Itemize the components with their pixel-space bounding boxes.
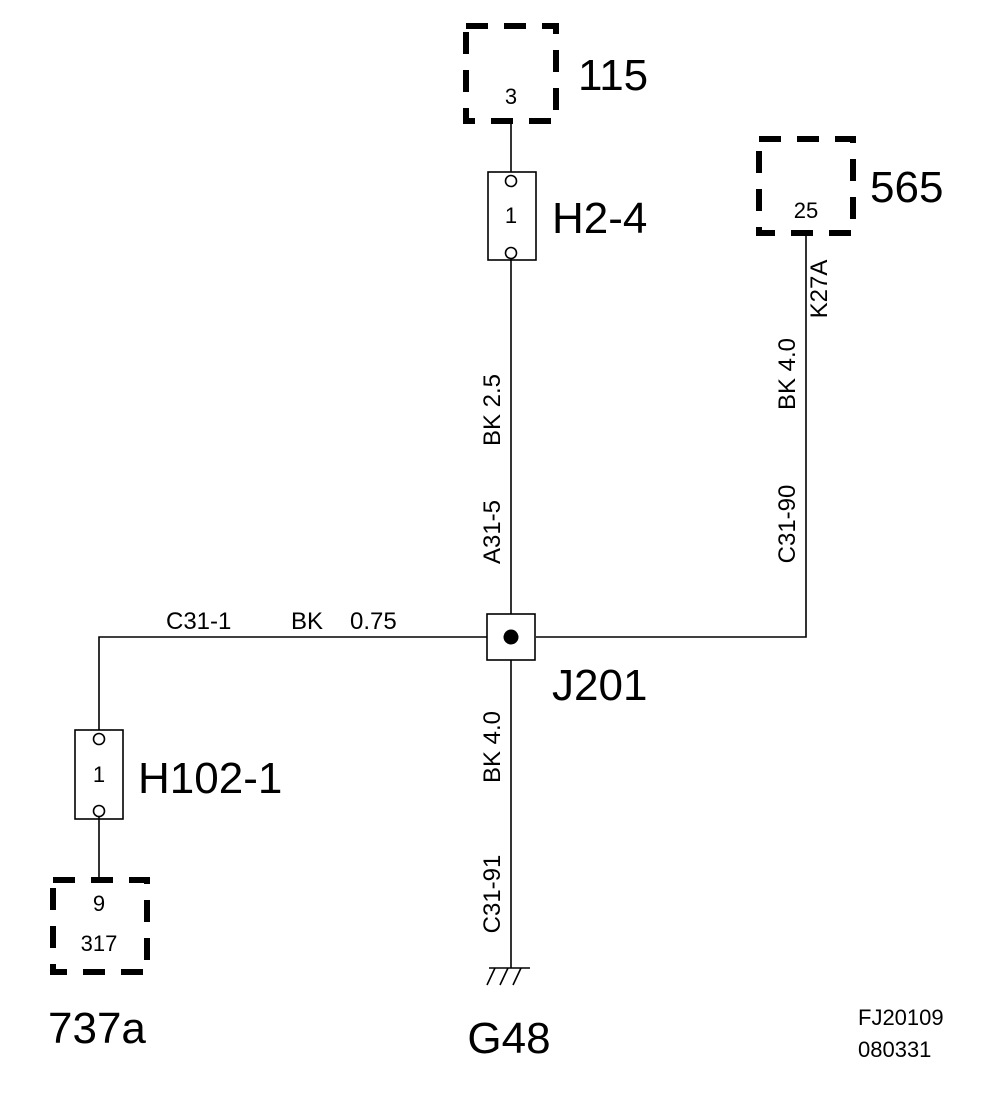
wire-c31-90-net: K27A <box>806 260 833 319</box>
connector-h102-1-label: H102-1 <box>138 754 282 803</box>
wire-c31-1-id: C31-1 <box>166 608 231 635</box>
connector-h2-4: 1 H2-4 <box>487 171 647 261</box>
component-115-pin: 3 <box>505 84 517 109</box>
splice-j201-label: J201 <box>552 661 647 710</box>
component-737a-pin: 9 <box>93 891 105 916</box>
component-737a-label: 737a <box>48 1004 146 1053</box>
wire-c31-90-id: C31-90 <box>774 485 801 564</box>
component-115-label: 115 <box>578 51 648 100</box>
figure-date: 080331 <box>858 1037 931 1062</box>
connector-h102-1: 1 H102-1 <box>74 729 282 820</box>
ground-g48: G48 <box>467 967 551 1063</box>
wire-c31-1 <box>98 636 487 733</box>
component-565: 25 565 <box>756 136 943 236</box>
wire-c31-91-id: C31-91 <box>479 855 506 934</box>
component-737a-pin-2: 317 <box>81 931 118 956</box>
wire-c31-1-color: BK <box>291 608 323 635</box>
connector-h102-1-pin: 1 <box>93 762 105 787</box>
wire-a31-5-spec: BK 2.5 <box>479 374 506 446</box>
figure-code: FJ20109 <box>858 1005 944 1030</box>
component-565-label: 565 <box>870 163 943 212</box>
connector-h2-4-label: H2-4 <box>552 194 647 243</box>
wire-c31-1-size: 0.75 <box>350 608 397 635</box>
ground-g48-label: G48 <box>467 1014 550 1063</box>
component-565-pin: 25 <box>794 198 818 223</box>
component-737a: 9 317 737a <box>48 877 150 1053</box>
wire-c31-90-spec: BK 4.0 <box>774 338 801 410</box>
wire-c31-90 <box>536 234 807 638</box>
connector-h2-4-pin: 1 <box>505 203 517 228</box>
component-115: 3 115 <box>463 23 648 124</box>
wire-a31-5-id: A31-5 <box>479 500 506 564</box>
wire-c31-91-spec: BK 4.0 <box>479 711 506 783</box>
